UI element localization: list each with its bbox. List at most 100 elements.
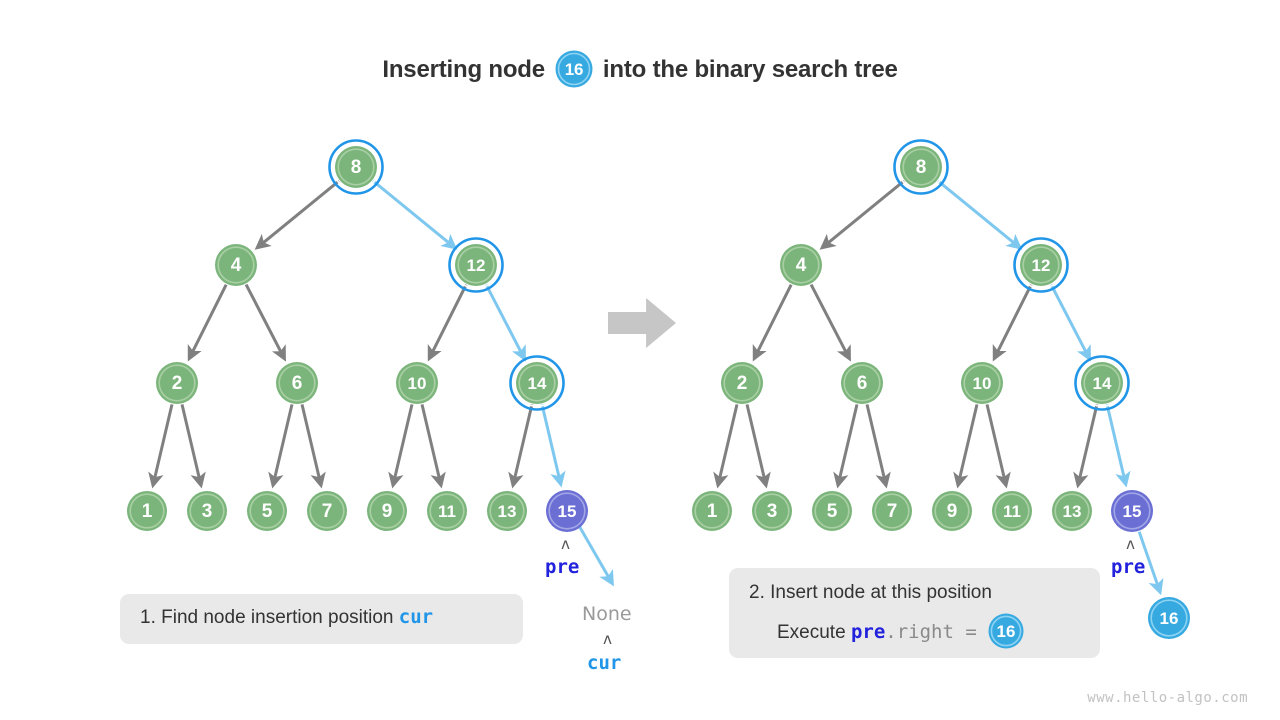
annotation-label-cur-left: cur bbox=[587, 652, 622, 674]
tree-node-9-right[interactable]: 9 bbox=[932, 491, 972, 531]
title-badge-value: 16 bbox=[565, 60, 584, 79]
tree-node-14-left[interactable]: 14 bbox=[509, 355, 565, 411]
tree-node-5-right[interactable]: 5 bbox=[812, 491, 852, 531]
tree-edge-L12-to-L10 bbox=[427, 284, 468, 362]
tree-node-13-right[interactable]: 13 bbox=[1052, 491, 1092, 531]
tree-node-label: 1 bbox=[707, 501, 718, 522]
caption-right-execute-label: Execute bbox=[777, 622, 846, 644]
tree-node-14-right[interactable]: 14 bbox=[1074, 355, 1130, 411]
tree-edge-R14-to-R13 bbox=[1073, 404, 1099, 489]
tree-edge-L4-to-L6 bbox=[244, 283, 286, 362]
tree-node-3-left[interactable]: 3 bbox=[187, 491, 227, 531]
tree-node-label: 3 bbox=[767, 501, 778, 522]
caption-right-line2: Execute pre.right = 16 bbox=[749, 612, 1100, 652]
annotation-caret-none-left: ʌ bbox=[603, 630, 613, 648]
caption-node-badge-16: 16 bbox=[987, 612, 1025, 650]
tree-node-7-right[interactable]: 7 bbox=[872, 491, 912, 531]
tree-node-label: 11 bbox=[438, 502, 456, 521]
page-title: Inserting node 16 into the binary search… bbox=[0, 50, 1280, 90]
caption-left-keyword-cur: cur bbox=[398, 606, 434, 628]
tree-node-label: 15 bbox=[1123, 502, 1142, 521]
tree-node-1-right[interactable]: 1 bbox=[692, 491, 732, 531]
tree-node-label: 14 bbox=[1093, 374, 1112, 393]
tree-node-label: 9 bbox=[947, 501, 958, 522]
tree-node-12-right[interactable]: 12 bbox=[1013, 237, 1069, 293]
tree-node-label: 6 bbox=[292, 373, 303, 394]
edges-layer bbox=[148, 179, 1164, 596]
tree-node-8-right[interactable]: 8 bbox=[893, 139, 949, 195]
caption-box-step-2: 2. Insert node at this position Execute … bbox=[729, 568, 1100, 658]
tree-edge-L4-to-L2 bbox=[187, 284, 228, 362]
tree-edge-R6-to-R5 bbox=[833, 404, 859, 489]
caption-box-step-1: 1. Find node insertion position cur bbox=[120, 594, 523, 644]
tree-node-label: 16 bbox=[1160, 609, 1179, 628]
caption-badge-svg: 16 bbox=[988, 613, 1024, 649]
tree-node-3-right[interactable]: 3 bbox=[752, 491, 792, 531]
annotation-caret-pre-right: ʌ bbox=[1126, 535, 1136, 553]
tree-node-15-right[interactable]: 15 bbox=[1111, 490, 1153, 532]
tree-node-label: 12 bbox=[467, 256, 486, 275]
title-badge-svg: 16 bbox=[555, 50, 593, 88]
tree-node-10-left[interactable]: 10 bbox=[396, 362, 438, 404]
tree-node-5-left[interactable]: 5 bbox=[247, 491, 287, 531]
tree-node-label: 7 bbox=[322, 501, 333, 522]
watermark: www.hello-algo.com bbox=[1087, 690, 1248, 706]
annotation-label-none-left: None bbox=[582, 603, 632, 625]
tree-node-label: 2 bbox=[172, 373, 183, 394]
tree-node-7-left[interactable]: 7 bbox=[307, 491, 347, 531]
annotation-caret-pre-left: ʌ bbox=[561, 535, 571, 553]
tree-node-label: 3 bbox=[202, 501, 213, 522]
tree-node-8-left[interactable]: 8 bbox=[328, 139, 384, 195]
tree-node-13-left[interactable]: 13 bbox=[487, 491, 527, 531]
tree-node-6-left[interactable]: 6 bbox=[276, 362, 318, 404]
tree-node-2-right[interactable]: 2 bbox=[721, 362, 763, 404]
tree-edge-L10-to-L9 bbox=[388, 404, 414, 489]
tree-node-label: 1 bbox=[142, 501, 153, 522]
tree-node-4-left[interactable]: 4 bbox=[215, 244, 257, 286]
tree-node-11-right[interactable]: 11 bbox=[992, 491, 1032, 531]
tree-node-label: 9 bbox=[382, 501, 393, 522]
tree-node-12-left[interactable]: 12 bbox=[448, 237, 504, 293]
tree-node-label: 8 bbox=[351, 157, 362, 178]
tree-node-11-left[interactable]: 11 bbox=[427, 491, 467, 531]
tree-node-label: 12 bbox=[1032, 256, 1051, 275]
tree-node-label: 13 bbox=[498, 502, 517, 521]
title-node-badge-16: 16 bbox=[554, 49, 594, 89]
transition-arrow-icon bbox=[608, 298, 676, 348]
tree-node-label: 10 bbox=[408, 374, 427, 393]
tree-edge-R12-to-R14 bbox=[1049, 283, 1091, 362]
tree-edge-L10-to-L11 bbox=[420, 404, 446, 489]
tree-node-label: 6 bbox=[857, 373, 868, 394]
tree-node-10-right[interactable]: 10 bbox=[961, 362, 1003, 404]
tree-node-15-left[interactable]: 15 bbox=[546, 490, 588, 532]
annotation-label-pre-left: pre bbox=[545, 556, 580, 578]
tree-node-label: 14 bbox=[528, 374, 547, 393]
tree-node-label: 4 bbox=[796, 255, 807, 276]
tree-edge-R12-to-R10 bbox=[992, 284, 1033, 362]
tree-edge-R8-to-R4 bbox=[819, 179, 905, 250]
title-prefix: Inserting node bbox=[382, 56, 545, 83]
tree-edge-R10-to-R11 bbox=[985, 404, 1011, 489]
tree-edge-R15-to-R16 bbox=[1137, 531, 1164, 596]
caption-right-keyword-pre: pre bbox=[850, 621, 886, 644]
tree-edge-R4-to-R6 bbox=[809, 283, 851, 362]
tree-edge-L6-to-L7 bbox=[300, 404, 326, 489]
tree-node-2-left[interactable]: 2 bbox=[156, 362, 198, 404]
caption-right-attr: .right = bbox=[885, 621, 977, 644]
tree-node-label: 13 bbox=[1063, 502, 1082, 521]
tree-node-9-left[interactable]: 9 bbox=[367, 491, 407, 531]
tree-node-16-right[interactable]: 16 bbox=[1148, 597, 1190, 639]
caption-right-line1: 2. Insert node at this position bbox=[749, 582, 992, 603]
tree-node-6-right[interactable]: 6 bbox=[841, 362, 883, 404]
tree-node-label: 7 bbox=[887, 501, 898, 522]
tree-edge-L8-to-L12 bbox=[372, 179, 458, 250]
title-suffix: into the binary search tree bbox=[602, 56, 898, 83]
tree-node-label: 8 bbox=[916, 157, 927, 178]
tree-node-4-right[interactable]: 4 bbox=[780, 244, 822, 286]
tree-node-label: 5 bbox=[827, 501, 838, 522]
caption-badge-value: 16 bbox=[996, 622, 1015, 641]
tree-node-1-left[interactable]: 1 bbox=[127, 491, 167, 531]
tree-edge-L12-to-L14 bbox=[484, 283, 526, 362]
